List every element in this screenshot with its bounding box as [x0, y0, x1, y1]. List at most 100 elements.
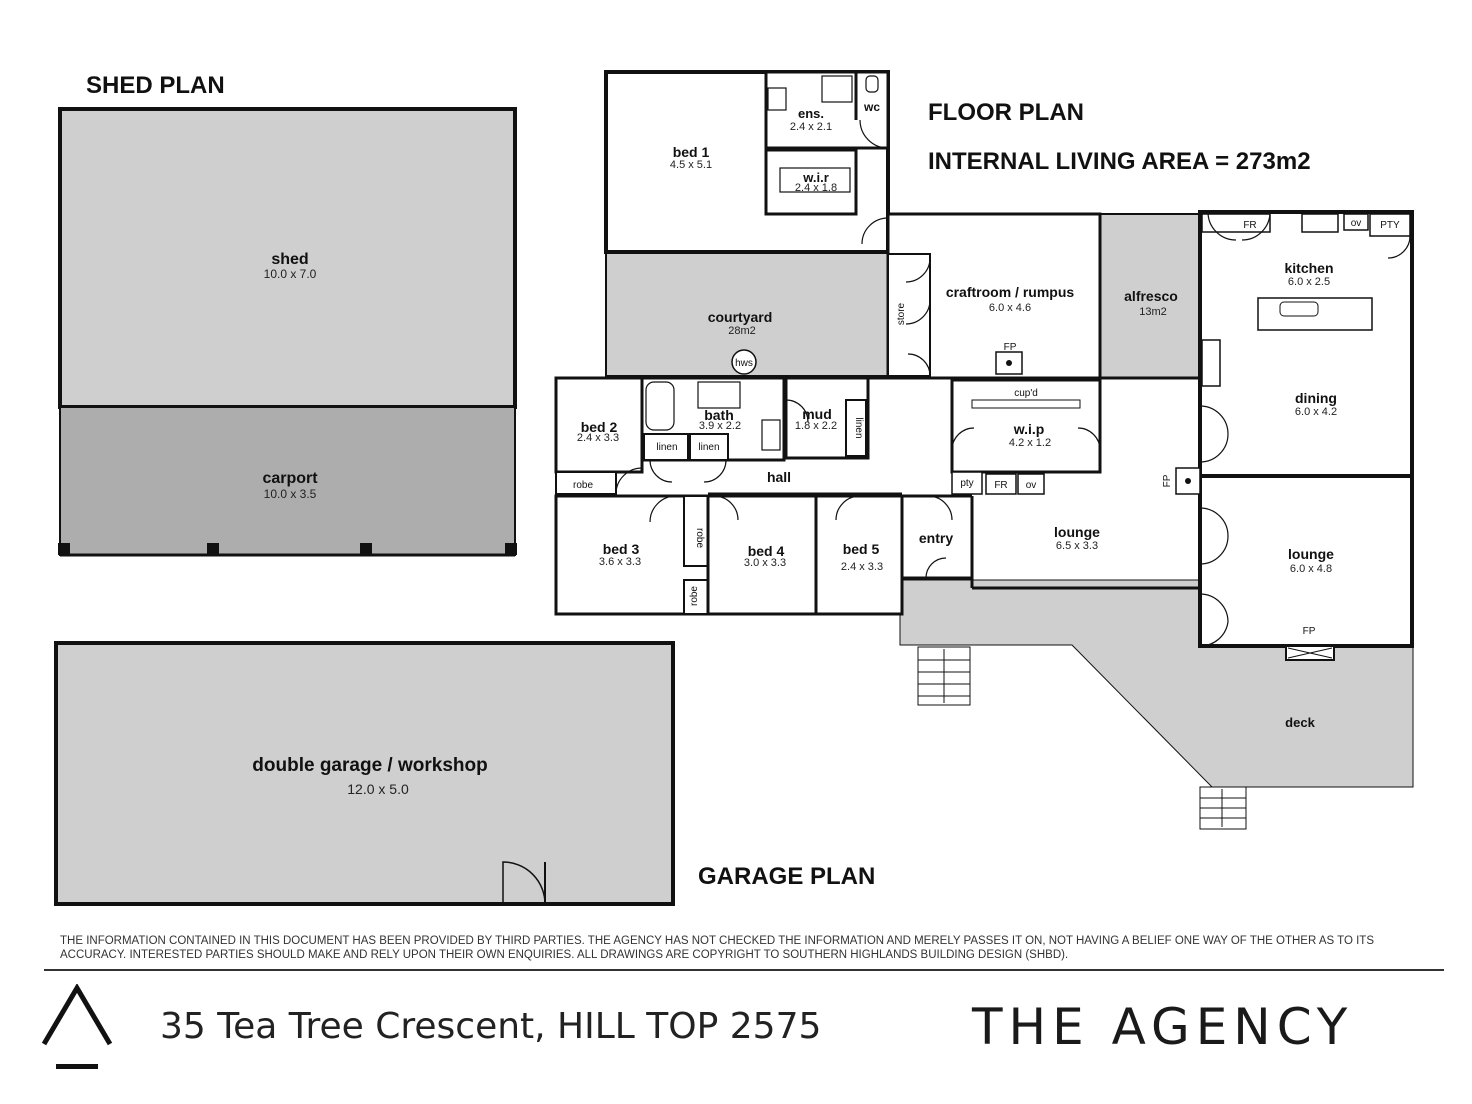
fp-craft-label: FP: [1004, 342, 1017, 353]
shed-plan: shed 10.0 x 7.0 carport 10.0 x 3.5: [58, 107, 517, 557]
property-address: 35 Tea Tree Crescent, HILL TOP 2575: [160, 1006, 822, 1047]
wir-shelf: [779, 167, 851, 193]
robe3-label: robe: [689, 586, 700, 606]
ov2-box: [1017, 473, 1045, 495]
entry-label: entry: [919, 530, 953, 546]
garage-room: [54, 641, 675, 906]
pty-box: [1369, 213, 1411, 237]
robe3-room: [683, 579, 709, 615]
wir-label: w.i.r: [802, 170, 829, 185]
shed-label: shed: [271, 251, 308, 268]
garage-label: double garage / workshop: [252, 755, 487, 776]
bathtub-icon: [645, 381, 675, 431]
cupd-bench: [971, 399, 1081, 409]
lounge2-dims: 6.0 x 4.8: [1290, 563, 1332, 575]
hws-label: hws: [735, 358, 753, 369]
bed1-label: bed 1: [673, 144, 710, 160]
fp-dining-label: FP: [1162, 474, 1173, 487]
bed3-room: [554, 494, 710, 616]
carport-label: carport: [262, 470, 318, 487]
shower-icon: [821, 75, 853, 103]
hws-icon: [731, 349, 757, 375]
linen1-label: linen: [656, 442, 677, 453]
bench: [1201, 339, 1221, 387]
footer-divider: [44, 969, 1444, 971]
shed-plan-heading: SHED PLAN: [86, 72, 225, 99]
craftroom-label: craftroom / rumpus: [946, 284, 1075, 300]
mud-dims: 1.8 x 2.2: [795, 420, 837, 432]
carport-area: [59, 406, 516, 556]
bed3-dims: 3.6 x 3.3: [599, 556, 641, 568]
bed5-dims: 2.4 x 3.3: [841, 561, 883, 573]
linen1-cupboard: [643, 433, 689, 461]
fp-lounge-label: FP: [1303, 626, 1316, 637]
garage-plan-heading: GARAGE PLAN: [698, 863, 876, 890]
carport-post: [505, 543, 517, 555]
dining-label: dining: [1295, 390, 1337, 406]
robe2-label: robe: [694, 528, 705, 548]
bath-label: bath: [704, 407, 734, 423]
lounge1-label: lounge: [1054, 524, 1100, 540]
living-area-heading: INTERNAL LIVING AREA = 273m2: [928, 148, 1311, 175]
ov-box: [1343, 213, 1369, 231]
kitchen-label: kitchen: [1284, 260, 1333, 276]
fr2-box: [985, 473, 1017, 495]
courtyard-dims: 28m2: [728, 325, 756, 337]
garage-plan: double garage / workshop 12.0 x 5.0: [54, 641, 675, 906]
floor-plan-heading: FLOOR PLAN: [928, 99, 1084, 126]
disclaimer-text: THE INFORMATION CONTAINED IN THIS DOCUME…: [60, 935, 1375, 961]
kitchen-dining-room: [1198, 210, 1414, 478]
robe2-room: [683, 495, 709, 567]
linen3-label: linen: [853, 417, 864, 438]
garage-dims: 12.0 x 5.0: [347, 781, 409, 797]
vanity-icon: [761, 419, 781, 451]
shed-room: [58, 107, 517, 409]
shed-dims: 10.0 x 7.0: [264, 267, 317, 281]
robe1-room: [555, 471, 617, 495]
deck-label: deck: [1285, 715, 1315, 730]
lounge2-room: [1198, 474, 1414, 648]
fr2-label: FR: [994, 480, 1007, 491]
bed4-dims: 3.0 x 3.3: [744, 557, 786, 569]
sink: [1279, 301, 1319, 317]
carport-post: [207, 543, 219, 555]
mud-label: mud: [802, 406, 832, 422]
craftroom-dims: 6.0 x 4.6: [989, 302, 1031, 314]
wip-dims: 4.2 x 1.2: [1009, 437, 1051, 449]
hall-label: hall: [767, 469, 791, 485]
fr-label: FR: [1243, 220, 1256, 231]
bed4-label: bed 4: [748, 543, 785, 559]
store-room: [887, 253, 931, 377]
alfresco-dims: 13m2: [1139, 306, 1167, 318]
toilet-icon: [865, 75, 879, 93]
pty-label: PTY: [1380, 220, 1400, 231]
floor-plan: bed 1 4.5 x 5.1 ens. 2.4 x 2.1 wc w.i.r …: [554, 70, 1414, 830]
linen3-cupboard: [845, 399, 867, 457]
pty2-label: pty: [960, 478, 973, 489]
dining-dims: 6.0 x 4.2: [1295, 406, 1337, 418]
bed5-room: [814, 494, 904, 616]
store-label: store: [896, 302, 907, 325]
wip-label: w.i.p: [1013, 421, 1045, 437]
agency-brand: THE AGENCY: [972, 998, 1354, 1056]
wc-label: wc: [863, 100, 880, 114]
ens-dims: 2.4 x 2.1: [790, 121, 832, 133]
fr-box: [1201, 213, 1271, 233]
lounge1-dims: 6.5 x 3.3: [1056, 540, 1098, 552]
plan-drawing: shed 10.0 x 7.0 carport 10.0 x 3.5 doubl…: [54, 70, 1414, 906]
carport-dims: 10.0 x 3.5: [264, 487, 317, 501]
bed5-label: bed 5: [843, 541, 880, 557]
kitchen-dims: 6.0 x 2.5: [1288, 276, 1330, 288]
wip-room: [950, 378, 1102, 474]
vanity-icon: [767, 87, 787, 111]
door-swings: [615, 119, 1411, 647]
bed2-room: [554, 376, 644, 474]
bath-dims: 3.9 x 2.2: [699, 420, 741, 432]
cooktop: [1301, 213, 1339, 233]
ov-label: ov: [1351, 218, 1362, 229]
cupd-label: cup'd: [1014, 388, 1038, 399]
alfresco-label: alfresco: [1124, 288, 1178, 304]
courtyard-label: courtyard: [708, 309, 773, 325]
shower-icon: [697, 381, 741, 409]
wir-dims: 2.4 x 1.8: [795, 182, 837, 194]
